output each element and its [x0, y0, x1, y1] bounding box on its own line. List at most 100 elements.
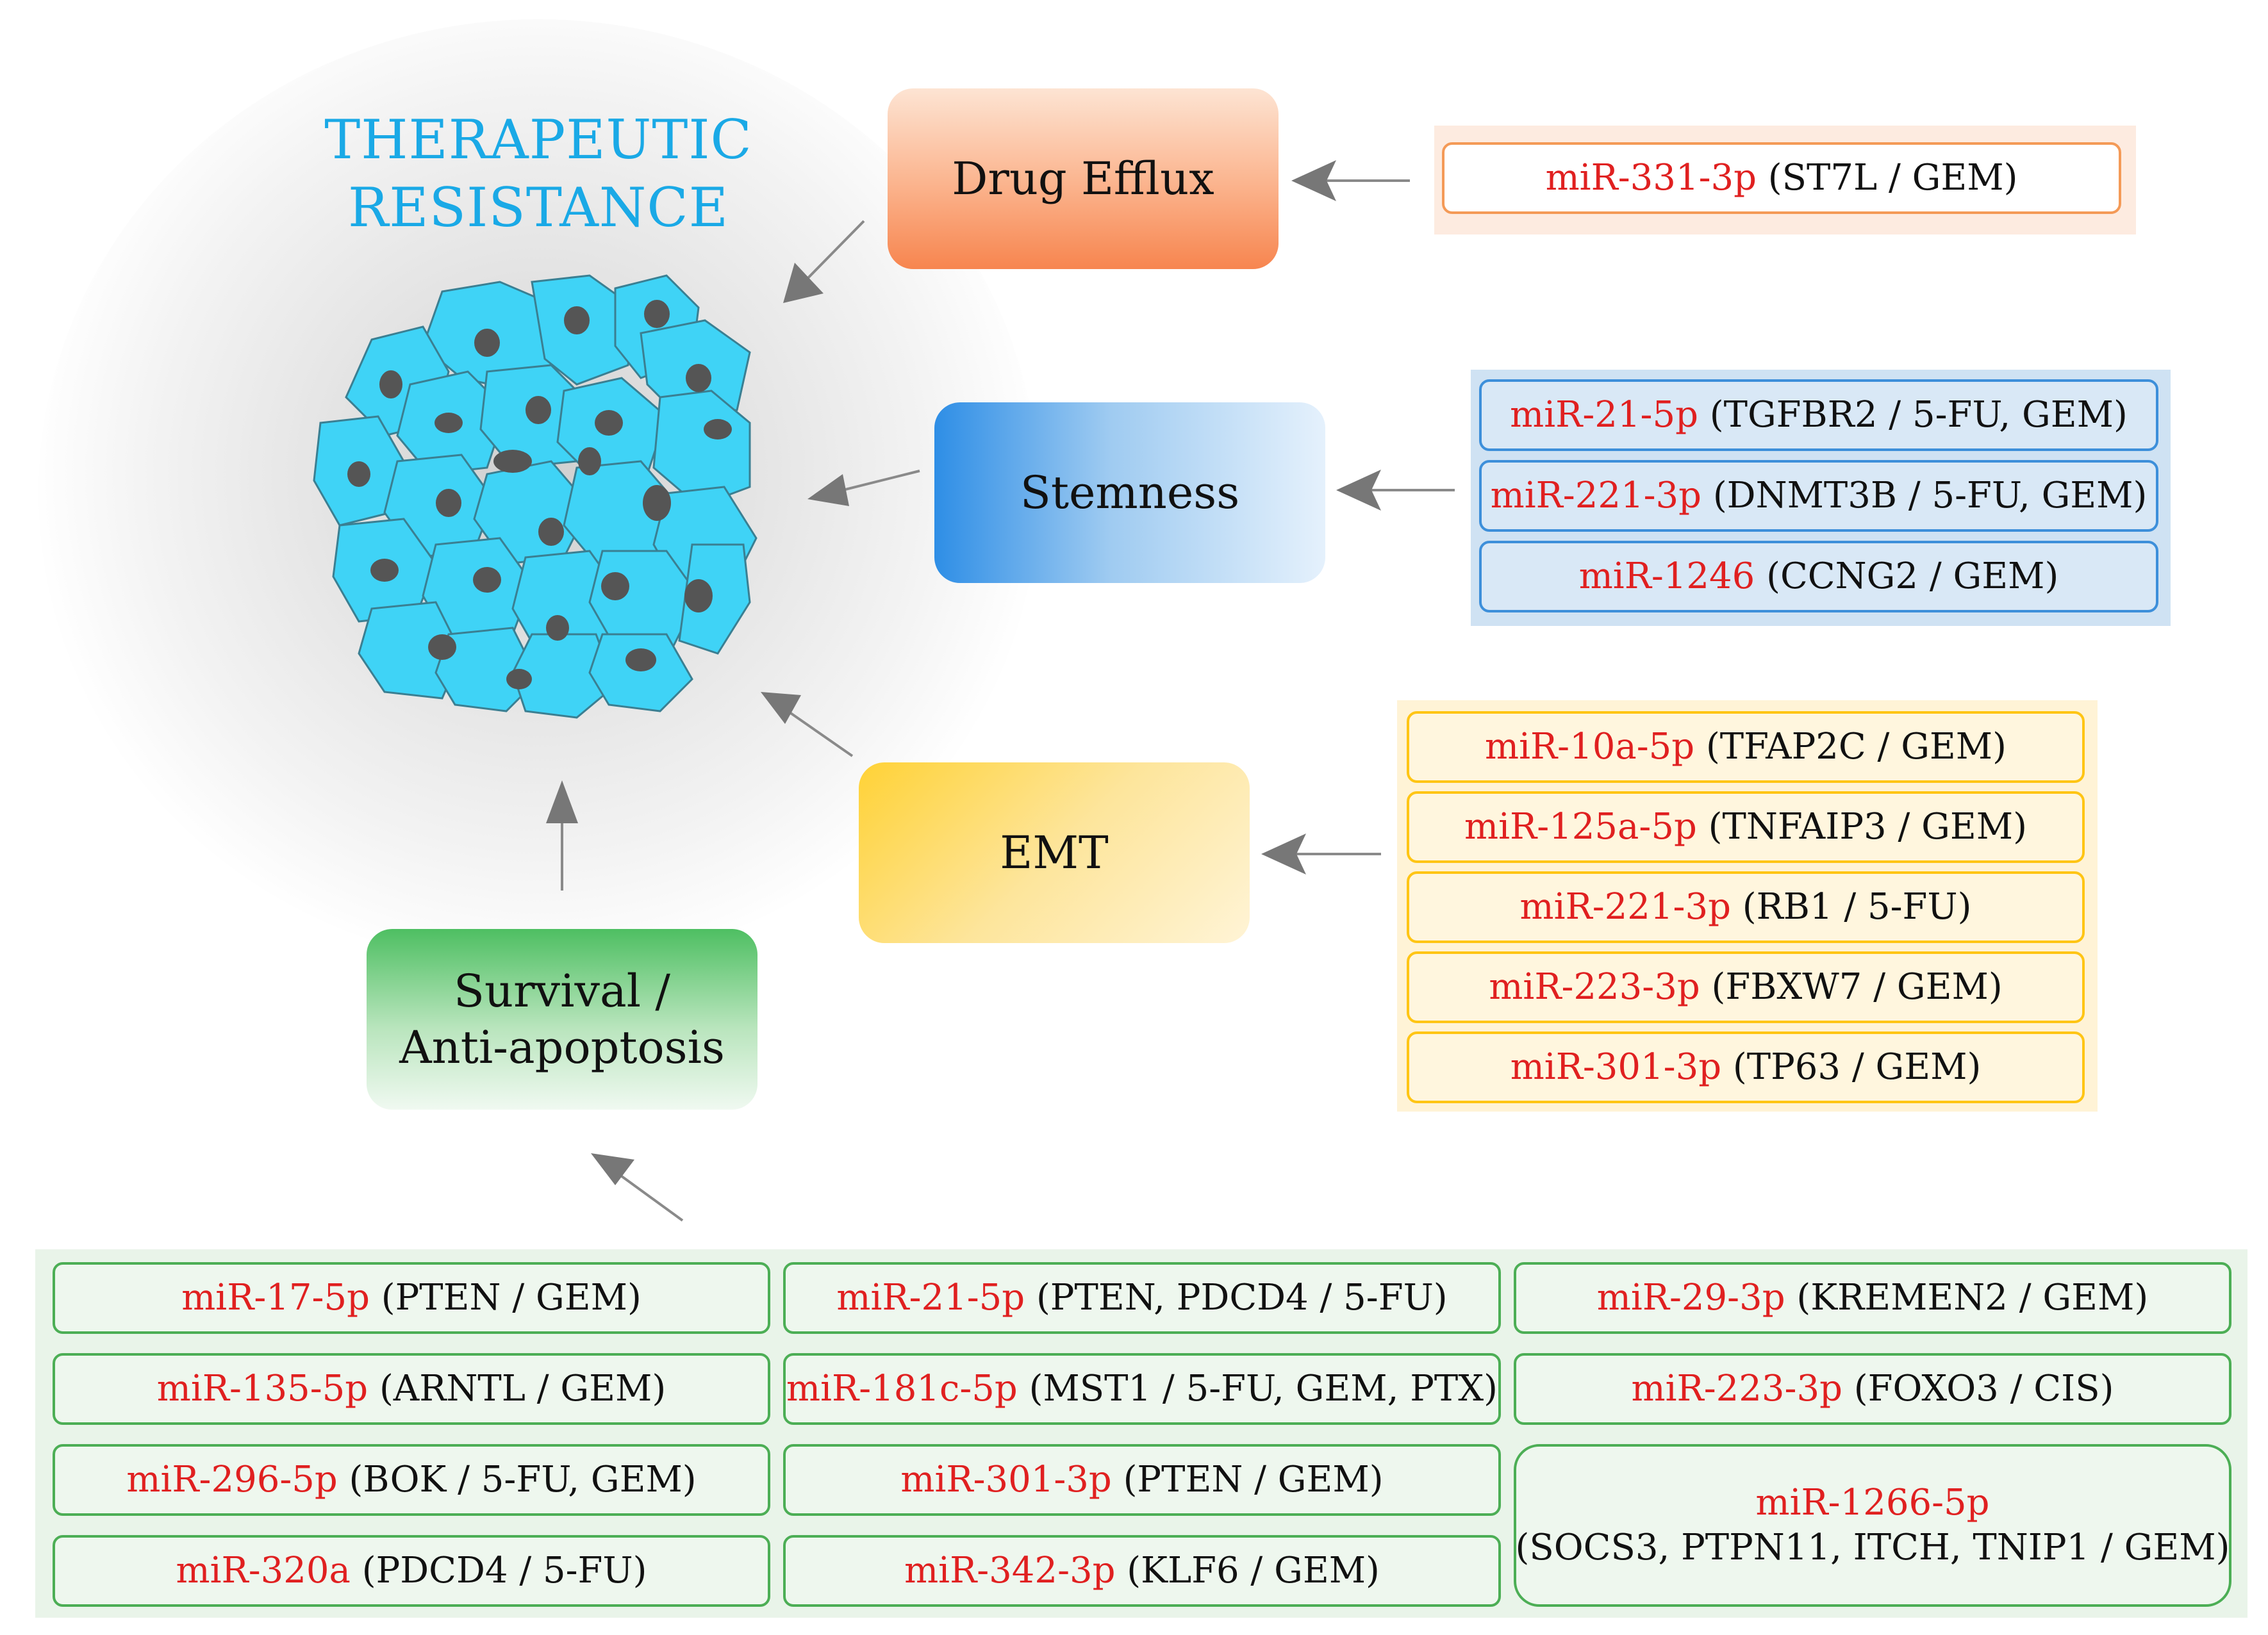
arrowhead	[761, 692, 801, 724]
survival-label-line-1: Survival /	[454, 965, 670, 1017]
mirna-detail: (PTEN, PDCD4 / 5-FU)	[1025, 1277, 1448, 1319]
mirna-detail: (DNMT3B / 5-FU, GEM)	[1701, 475, 2148, 516]
mirna-detail: (BOK / 5-FU, GEM)	[337, 1459, 697, 1500]
arrowhead	[1261, 834, 1306, 875]
mirna-entry: miR-296-5p (BOK / 5-FU, GEM)	[53, 1444, 770, 1516]
stemness-box: Stemness	[934, 402, 1325, 583]
emt-box: EMT	[859, 762, 1250, 943]
mirna-name: miR-29-3p	[1596, 1277, 1785, 1319]
mirna-name: miR-181c-5p	[786, 1368, 1018, 1409]
mirna-entry: miR-342-3p (KLF6 / GEM)	[783, 1535, 1501, 1607]
mirna-detail: (MST1 / 5-FU, GEM, PTX)	[1017, 1368, 1498, 1409]
arrowhead	[546, 780, 578, 823]
mirna-entry: miR-10a-5p (TFAP2C / GEM)	[1407, 711, 2085, 783]
mirna-entry: miR-320a (PDCD4 / 5-FU)	[53, 1535, 770, 1607]
mirna-name: miR-135-5p	[156, 1368, 368, 1409]
mirna-entry: miR-223-3p (FBXW7 / GEM)	[1407, 951, 2085, 1023]
mirna-detail: (KLF6 / GEM)	[1115, 1550, 1380, 1591]
mirna-detail: (TGFBR2 / 5-FU, GEM)	[1698, 394, 2128, 436]
nucleus	[601, 572, 629, 600]
mirna-entry: miR-221-3p (DNMT3B / 5-FU, GEM)	[1479, 460, 2158, 532]
diagram-title: THERAPEUTIC RESISTANCE	[276, 106, 801, 242]
mirna-detail: (PTEN / GEM)	[1111, 1459, 1384, 1500]
mirna-entry: miR-223-3p (FOXO3 / CIS)	[1514, 1353, 2231, 1425]
mirna-detail: (TP63 / GEM)	[1721, 1046, 1982, 1088]
mirna-entry: miR-181c-5p (MST1 / 5-FU, GEM, PTX)	[783, 1353, 1501, 1425]
arrowhead	[1336, 470, 1381, 511]
survival-box: Survival / Anti-apoptosis	[367, 929, 757, 1110]
mirna-name: miR-1246	[1578, 555, 1755, 597]
mirna-detail: (FOXO3 / CIS)	[1842, 1368, 2114, 1409]
arrowhead	[807, 474, 849, 506]
mirna-entry-tall: miR-1266-5p (SOCS3, PTPN11, ITCH, TNIP1 …	[1514, 1444, 2231, 1607]
mirna-detail: (ST7L / GEM)	[1756, 157, 2018, 199]
mirna-detail: (PTEN / GEM)	[369, 1277, 641, 1319]
mirna-name: miR-10a-5p	[1485, 726, 1695, 768]
mirna-name: miR-21-5p	[1510, 394, 1698, 436]
mirna-entry: miR-331-3p (ST7L / GEM)	[1442, 142, 2121, 214]
nucleus	[684, 579, 713, 612]
mirna-name: miR-125a-5p	[1464, 806, 1697, 848]
mirna-name: miR-21-5p	[836, 1277, 1025, 1319]
mirna-detail: (CCNG2 / GEM)	[1755, 555, 2059, 597]
mirna-detail: (FBXW7 / GEM)	[1700, 966, 2003, 1008]
mirna-entry: miR-21-5p (PTEN, PDCD4 / 5-FU)	[783, 1262, 1501, 1334]
mirna-name: miR-223-3p	[1631, 1368, 1842, 1409]
nucleus	[493, 450, 532, 473]
mirna-name: miR-1266-5p	[1755, 1482, 1990, 1524]
nucleus	[474, 329, 500, 357]
mirna-detail: (TNFAIP3 / GEM)	[1696, 806, 2027, 848]
mirna-entry: miR-221-3p (RB1 / 5-FU)	[1407, 871, 2085, 943]
nucleus	[435, 413, 463, 433]
nucleus	[704, 419, 732, 440]
nucleus	[564, 306, 590, 334]
mirna-entry: miR-135-5p (ARNTL / GEM)	[53, 1353, 770, 1425]
nucleus	[546, 615, 569, 641]
survival-label-line-2: Anti-apoptosis	[399, 1021, 725, 1074]
drug-efflux-label: Drug Efflux	[952, 152, 1214, 205]
arrow-line	[797, 220, 865, 290]
mirna-entry: miR-21-5p (TGFBR2 / 5-FU, GEM)	[1479, 379, 2158, 451]
nucleus	[428, 634, 456, 660]
mirna-entry: miR-1246 (CCNG2 / GEM)	[1479, 541, 2158, 612]
nucleus	[526, 396, 551, 424]
mirna-detail: (SOCS3, PTPN11, ITCH, TNIP1 / GEM)	[1515, 1527, 2230, 1568]
drug-efflux-box: Drug Efflux	[888, 88, 1279, 269]
mirna-name: miR-331-3p	[1545, 157, 1757, 199]
title-line-2: RESISTANCE	[347, 176, 729, 239]
mirna-detail: (ARNTL / GEM)	[368, 1368, 666, 1409]
mirna-entry: miR-301-3p (TP63 / GEM)	[1407, 1031, 2085, 1103]
cell	[588, 633, 693, 712]
nucleus	[506, 669, 532, 689]
nucleus	[595, 410, 623, 436]
cell	[652, 390, 751, 507]
nucleus	[370, 559, 399, 582]
mirna-detail: (RB1 / 5-FU)	[1730, 886, 1972, 928]
mirna-detail: (TFAP2C / GEM)	[1694, 726, 2007, 768]
nucleus	[473, 567, 501, 593]
mirna-name: miR-301-3p	[900, 1459, 1112, 1500]
mirna-name: miR-223-3p	[1489, 966, 1700, 1008]
nucleus	[578, 447, 601, 475]
arrow-line	[611, 1168, 684, 1222]
stemness-label: Stemness	[1020, 466, 1240, 519]
arrowhead	[783, 263, 824, 303]
cell	[678, 543, 751, 655]
emt-label: EMT	[1000, 826, 1109, 879]
nucleus	[643, 485, 671, 521]
mirna-name: miR-301-3p	[1510, 1046, 1722, 1088]
mirna-entry: miR-29-3p (KREMEN2 / GEM)	[1514, 1262, 2231, 1334]
cell	[435, 627, 540, 712]
arrowhead	[1291, 160, 1336, 201]
nucleus	[379, 370, 402, 398]
nucleus	[436, 489, 461, 517]
mirna-entry: miR-17-5p (PTEN / GEM)	[53, 1262, 770, 1334]
title-line-1: THERAPEUTIC	[324, 108, 752, 171]
nucleus	[644, 300, 670, 328]
mirna-name: miR-320a	[176, 1550, 351, 1591]
mirna-name: miR-221-3p	[1519, 886, 1731, 928]
nucleus	[625, 648, 656, 671]
nucleus	[686, 364, 711, 392]
